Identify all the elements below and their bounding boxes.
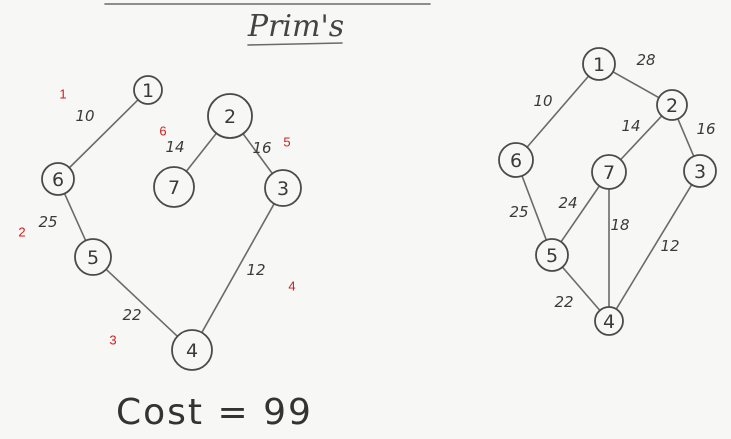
mst-order-label-4: 4 [288,279,295,294]
mst-weight-3-2: 16 [252,139,271,157]
graph-weight-1-2: 28 [636,51,655,69]
graph-weight-3-4: 12 [660,237,679,255]
graph-weight-7-4: 18 [610,216,629,234]
mst-node-2 [207,93,253,139]
mst-node-label-4: 4 [186,340,198,362]
graph-node-1 [582,47,616,81]
mst-edge-4-3 [200,202,275,334]
graph-node-6 [498,142,534,178]
graph-weight-5-4: 22 [554,293,573,311]
graph-weight-2-7: 14 [621,117,640,135]
graph-edge-1-2 [612,71,660,99]
graph-node-label-5: 5 [546,245,558,267]
mst-weight-4-3: 12 [246,261,265,279]
graph-node-7 [591,154,627,190]
graph-node-label-1: 1 [593,54,605,76]
mst-order-label-6: 6 [159,124,166,139]
total-cost: Cost = 99 [116,392,313,433]
graph-weight-2-3: 16 [696,120,715,138]
mst-edge-1-6 [68,99,139,169]
title-underline [247,42,343,46]
graph-weight-1-6: 10 [533,92,552,110]
graph-edge-7-5 [560,185,601,243]
graph-edge-5-4 [561,266,601,312]
mst-node-6 [41,162,75,196]
mst-weight-5-4: 22 [122,306,141,324]
mst-order-label-3: 3 [109,333,116,348]
graph-edge-1-6 [526,75,590,148]
graph-weight-6-5: 25 [509,203,528,221]
mst-node-7 [153,166,195,208]
page-title: Prim's [247,9,344,44]
mst-node-label-1: 1 [142,80,154,102]
graph-node-5 [535,238,569,272]
mst-edge-3-2 [242,132,274,175]
mst-node-label-7: 7 [168,177,180,199]
graph-node-label-6: 6 [510,150,522,172]
mst-order-label-1: 1 [59,87,66,102]
graph-node-label-7: 7 [603,162,615,184]
graph-node-3 [683,154,717,188]
mst-node-1 [133,75,163,105]
graph-edge-6-5 [521,175,548,241]
mst-node-label-2: 2 [224,106,236,128]
graph-node-label-3: 3 [694,161,706,183]
mst-node-label-5: 5 [87,247,99,269]
mst-weight-2-7: 14 [165,138,184,156]
graph-edge-3-4 [615,183,693,310]
mst-weight-6-5: 25 [38,213,57,231]
graph-node-label-4: 4 [603,311,615,333]
graph-edge-2-3 [677,118,695,158]
title-group: Prim's [247,9,344,46]
mst-order-label-2: 2 [18,225,25,240]
mst-node-5 [74,238,112,276]
mst-weight-1-6: 10 [75,107,94,125]
mst-edge-5-4 [105,268,179,338]
mst-order-label-5: 5 [283,135,290,150]
mst-node-label-3: 3 [277,178,289,200]
graph-node-label-2: 2 [666,95,678,117]
mst-edge-2-7 [185,132,218,173]
graph-node-2 [656,89,688,121]
graph-node-4 [594,306,624,336]
mst-node-3 [264,169,302,207]
graph-edge-2-7 [619,115,663,161]
mst-edge-6-5 [63,192,87,242]
mst-node-4 [171,329,213,371]
graph-weight-7-5: 24 [558,194,577,212]
mst-node-label-6: 6 [52,169,64,191]
